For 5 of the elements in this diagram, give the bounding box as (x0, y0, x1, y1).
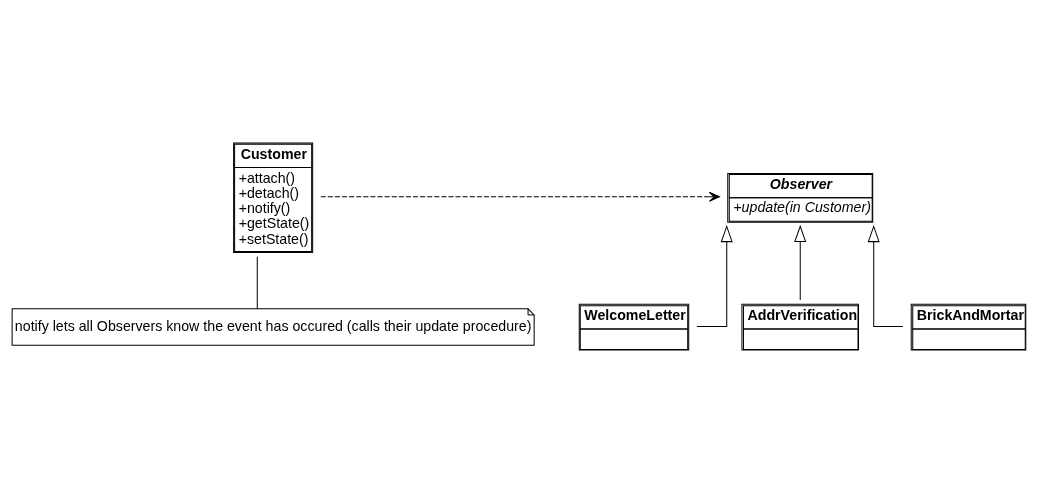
arrow (696, 224, 733, 327)
connector (256, 255, 258, 309)
arrow (320, 191, 720, 202)
arrow (867, 224, 904, 327)
arrow (794, 224, 807, 300)
